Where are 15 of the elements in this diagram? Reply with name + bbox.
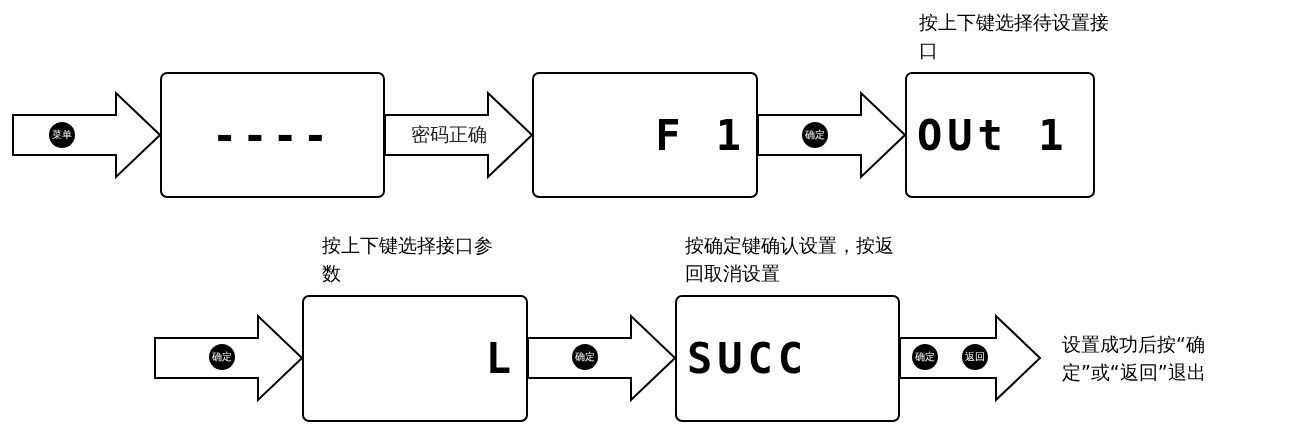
segment-display-text: F 1 bbox=[655, 110, 746, 160]
segment-display-text: L bbox=[485, 334, 516, 383]
block-arrow bbox=[527, 313, 677, 403]
instruction-text: 按确定键确认设置，按返回取消设置 bbox=[685, 233, 895, 286]
block-arrow bbox=[12, 90, 162, 180]
segment-display-text: ---- bbox=[211, 110, 334, 160]
note-text: 设置成功后按“确定”或“返回”退出 bbox=[1062, 330, 1262, 386]
instruction-text: 按上下键选择待设置接口 bbox=[919, 10, 1109, 63]
instruction-text: 按上下键选择接口参数 bbox=[322, 233, 494, 286]
segment-display-text: OUt 1 bbox=[917, 110, 1069, 160]
block-arrow bbox=[757, 90, 907, 180]
segment-display-text: SUCC bbox=[687, 334, 809, 383]
block-arrow bbox=[154, 313, 304, 403]
display-screen bbox=[532, 72, 758, 198]
display-screen bbox=[160, 72, 385, 198]
